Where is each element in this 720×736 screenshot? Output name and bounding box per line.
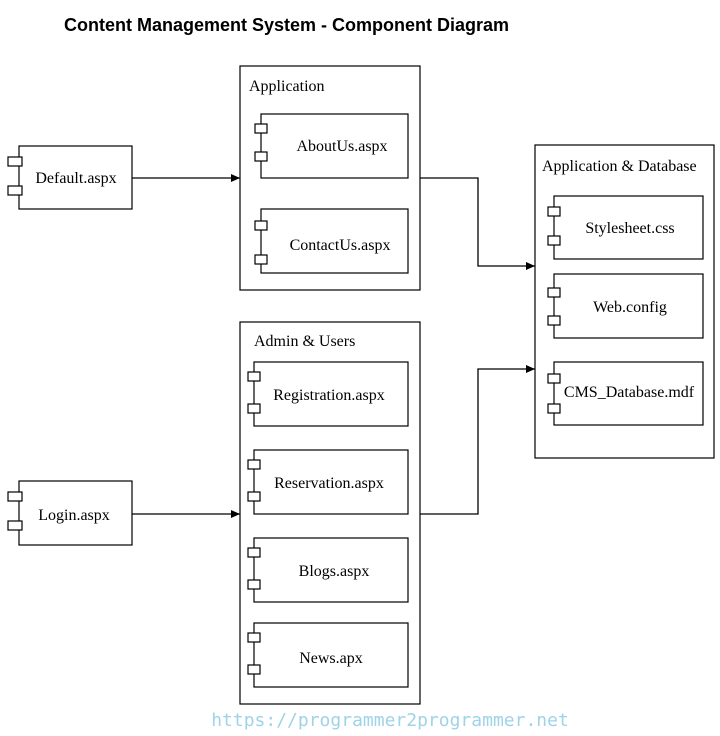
component-default: Default.aspx <box>7 145 133 210</box>
component-reservation: Reservation.aspx <box>247 449 409 515</box>
component-login: Login.aspx <box>7 480 133 546</box>
component-news: News.apx <box>247 622 409 688</box>
component-webconfig: Web.config <box>547 273 704 339</box>
component-contactus: ContactUs.aspx <box>254 208 409 274</box>
package-application: Application AboutUs.aspx ContactUs.aspx <box>239 65 421 291</box>
component-label-cms-database: CMS_Database.mdf <box>564 384 695 401</box>
component-label-contactus: ContactUs.aspx <box>290 237 391 254</box>
component-stylesheet: Stylesheet.css <box>547 195 704 260</box>
component-label-aboutus: AboutUs.aspx <box>296 138 387 155</box>
component-label-default: Default.aspx <box>35 170 116 187</box>
package-application-database: Application & Database Stylesheet.css We… <box>534 144 715 459</box>
diagram-title: Content Management System - Component Di… <box>64 15 509 35</box>
component-label-webconfig: Web.config <box>593 299 667 316</box>
watermark-url: https://programmer2programmer.net <box>211 710 569 731</box>
component-registration: Registration.aspx <box>247 361 409 427</box>
package-admin-users: Admin & Users Registration.aspx Reservat… <box>239 321 421 705</box>
package-label-application: Application <box>249 78 325 95</box>
connector-admin-users-to-database <box>420 365 535 515</box>
component-blogs: Blogs.aspx <box>247 537 409 603</box>
component-cms-database: CMS_Database.mdf <box>547 361 704 426</box>
component-label-registration: Registration.aspx <box>273 387 385 404</box>
connector-application-to-database <box>420 177 535 270</box>
component-label-news: News.apx <box>299 650 363 667</box>
package-label-admin-users: Admin & Users <box>254 333 355 350</box>
package-label-application-database: Application & Database <box>542 158 697 175</box>
component-aboutus: AboutUs.aspx <box>254 113 409 179</box>
component-label-stylesheet: Stylesheet.css <box>585 220 674 237</box>
component-label-login: Login.aspx <box>38 507 110 524</box>
component-label-reservation: Reservation.aspx <box>274 475 384 492</box>
component-label-blogs: Blogs.aspx <box>299 563 370 580</box>
